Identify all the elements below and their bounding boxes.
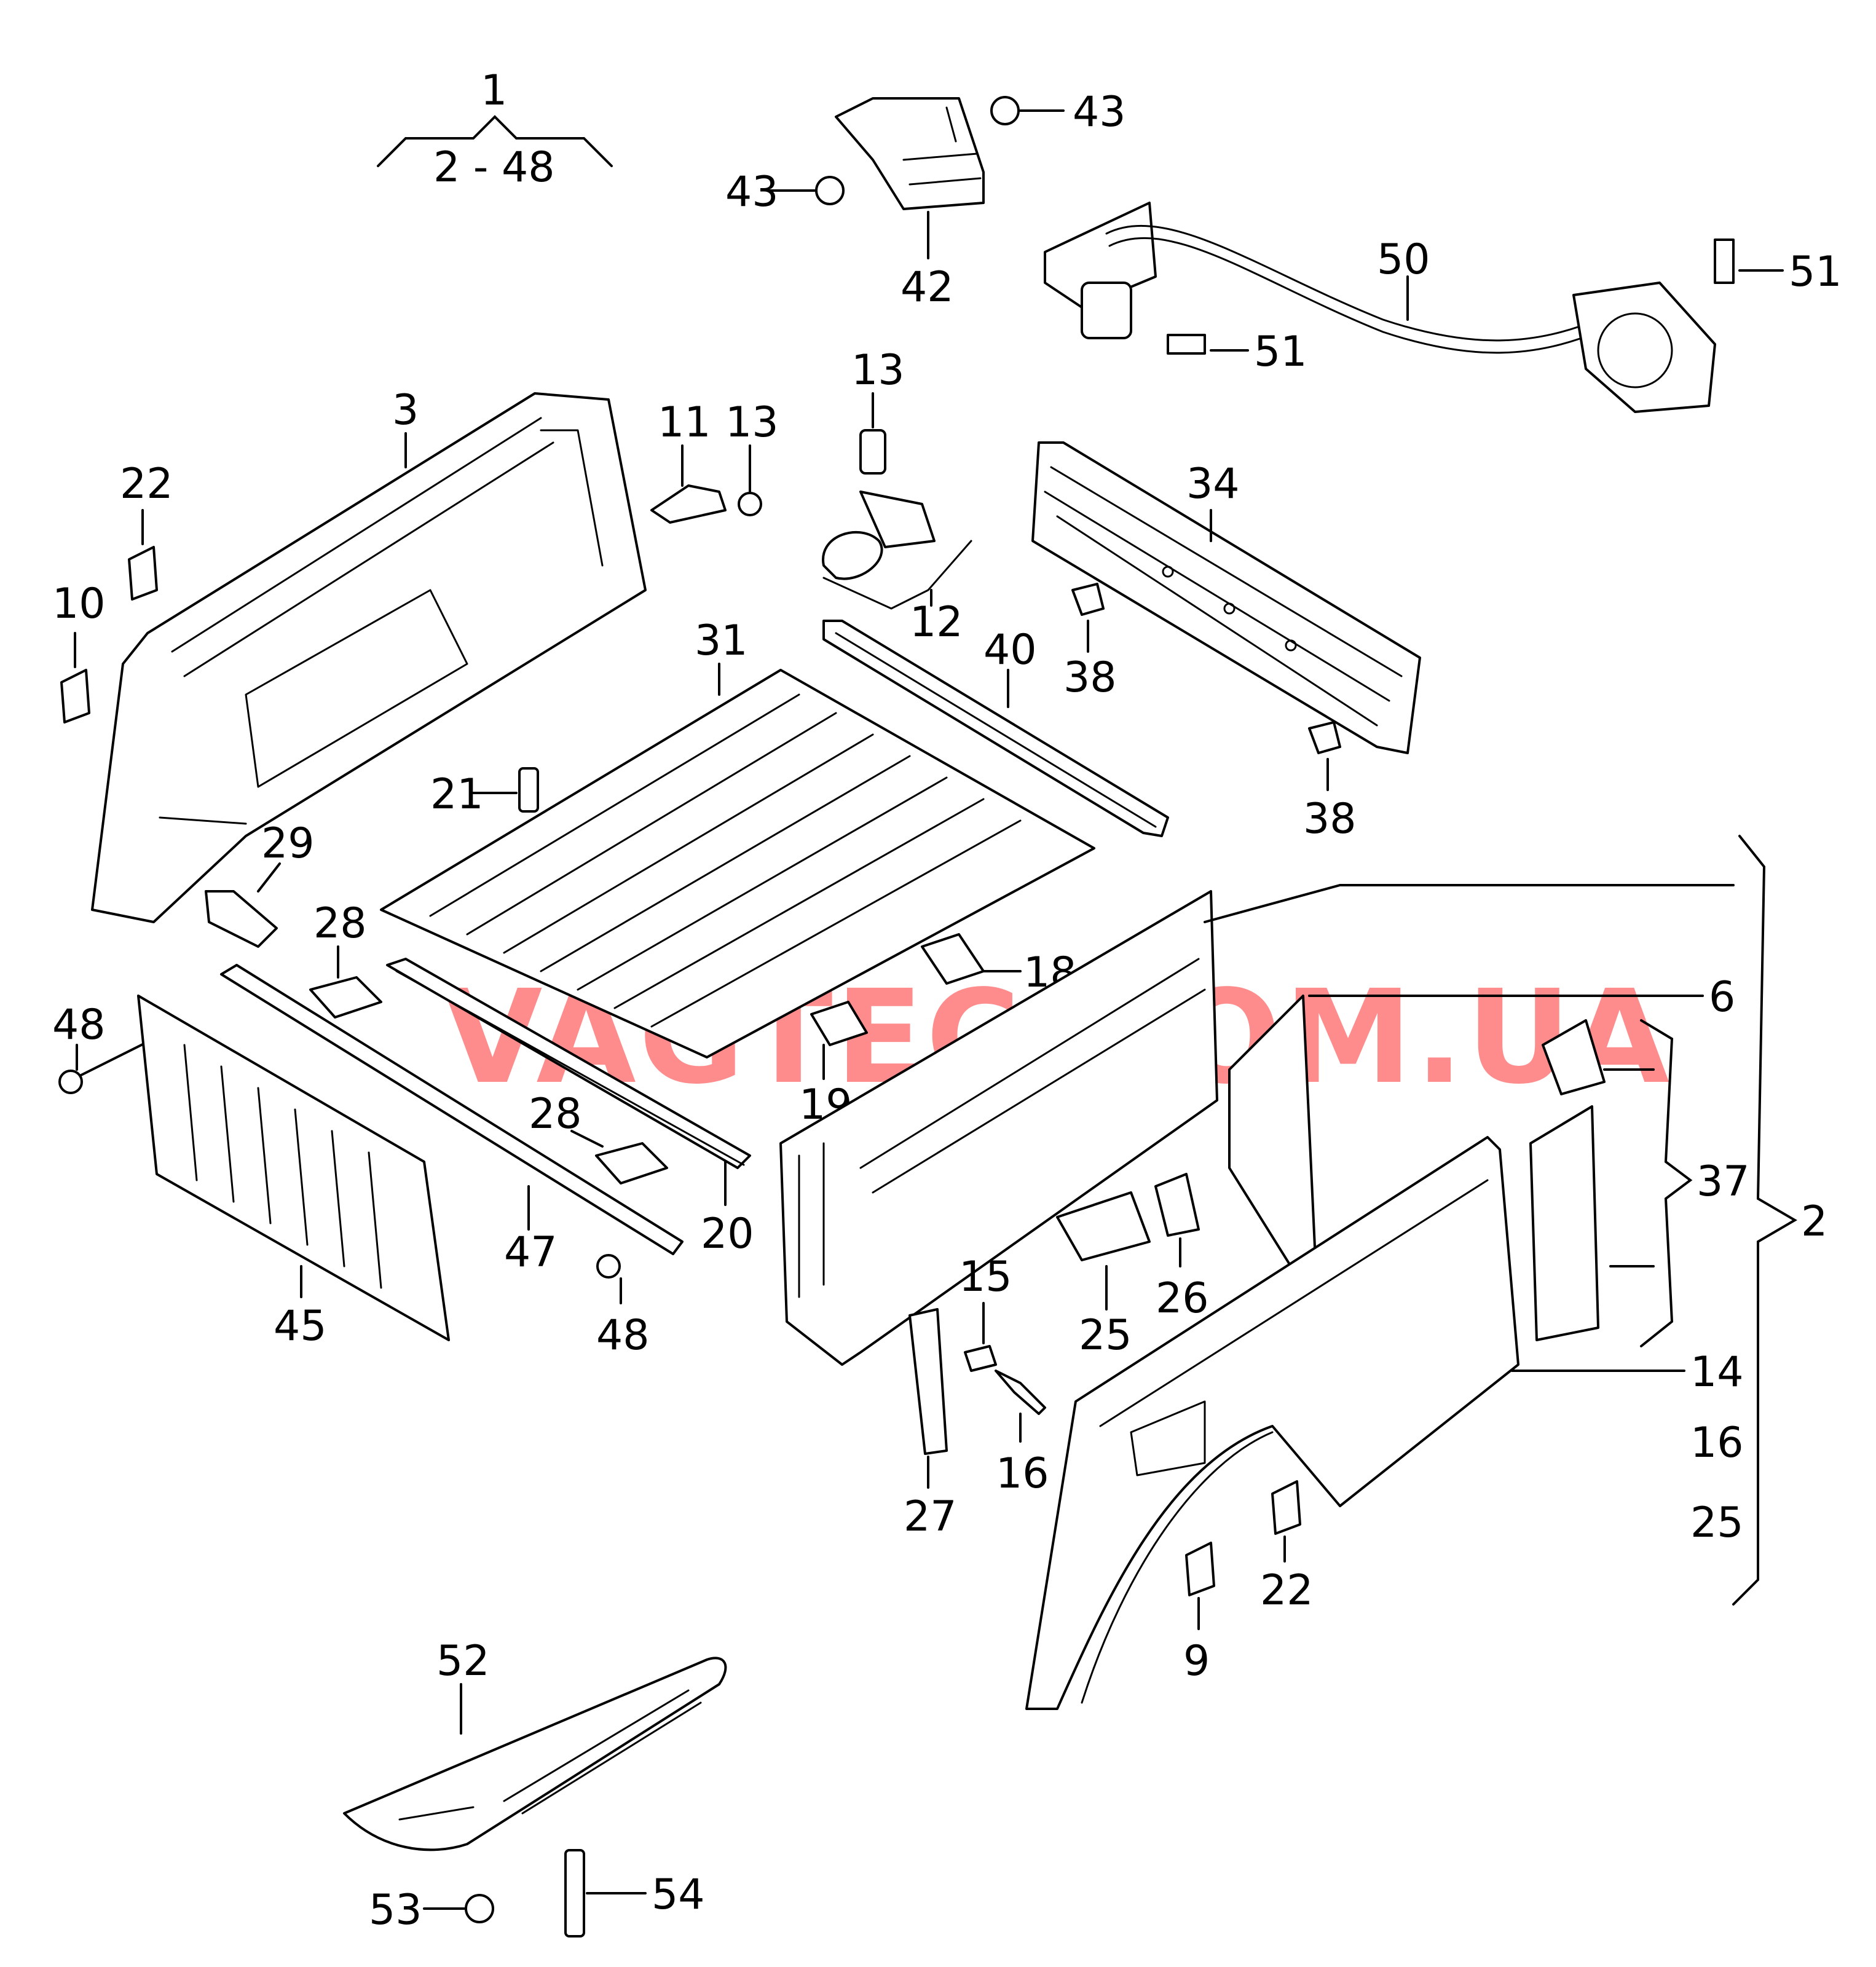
part-15-clip: 15 [959, 1253, 1012, 1372]
callout-43-right: 43 [1073, 88, 1126, 136]
group-bracket-top: 1 2 - 48 [377, 66, 613, 192]
callout-13-upper: 13 [851, 346, 905, 395]
callout-48-left: 48 [52, 1001, 106, 1049]
part-52-skid-plate: 52 [343, 1637, 727, 1851]
part-11-clip: 11 13 [650, 398, 779, 524]
callout-53: 53 [369, 1886, 422, 1934]
part-22-plug-right: 22 [1260, 1480, 1314, 1615]
callout-47: 47 [504, 1228, 558, 1277]
part-31-bed-floor: 31 [380, 617, 1095, 1058]
callout-16-right: 16 [1690, 1419, 1744, 1467]
part-14-fender-panel: 14 16 25 [1025, 1136, 1744, 1710]
part-38-clip-lower: 38 [1303, 721, 1357, 843]
part-26-bracket: 26 [1154, 1173, 1209, 1323]
callout-13-lower: 13 [725, 398, 779, 447]
callout-29: 29 [261, 819, 315, 868]
part-40-cross-member: 40 [822, 620, 1169, 837]
callout-48-right: 48 [596, 1311, 650, 1360]
callout-28-upper: 28 [313, 899, 367, 948]
callout-26: 26 [1156, 1274, 1209, 1323]
callout-12: 12 [910, 598, 963, 647]
callout-11: 11 [658, 398, 711, 447]
part-34-front-panel: 34 [1031, 441, 1421, 754]
callout-25-right: 25 [1690, 1499, 1744, 1547]
part-22-plug-left: 22 [120, 460, 173, 601]
part-28-bracket-upper: 28 [309, 899, 382, 1019]
callout-22-left: 22 [120, 460, 173, 508]
group-bracket-2: 2 [1732, 835, 1827, 1606]
callout-9: 9 [1183, 1637, 1210, 1685]
callout-3: 3 [392, 386, 419, 435]
callout-43-left: 43 [725, 168, 779, 216]
part-28-bracket-lower: 28 [529, 1090, 668, 1185]
part-9-plug: 9 [1183, 1542, 1215, 1685]
callout-34: 34 [1186, 460, 1240, 508]
part-6-right-inner-panel: 6 [779, 884, 1735, 1366]
callout-31: 31 [695, 617, 748, 665]
callout-51-lower: 51 [1254, 328, 1307, 376]
callout-45: 45 [274, 1302, 327, 1350]
callout-52: 52 [436, 1637, 490, 1685]
callout-22-right: 22 [1260, 1566, 1314, 1615]
callout-21: 21 [430, 770, 484, 819]
callout-16-lower: 16 [996, 1449, 1049, 1498]
part-48-screw-right: 48 [596, 1254, 650, 1360]
part-38-clip-upper: 38 [1063, 583, 1117, 702]
part-20-rail: 20 [386, 958, 754, 1258]
callout-2-48: 2 - 48 [433, 143, 555, 192]
callout-42: 42 [901, 263, 954, 312]
callout-38-lower: 38 [1303, 795, 1357, 843]
callout-54: 54 [652, 1870, 705, 1919]
part-25-bracket: 25 [1056, 1191, 1151, 1360]
callout-50: 50 [1377, 235, 1430, 284]
callout-15: 15 [959, 1253, 1012, 1301]
callout-27: 27 [904, 1492, 957, 1541]
callout-38-upper: 38 [1063, 653, 1117, 702]
callout-28-lower: 28 [529, 1090, 582, 1138]
callout-20: 20 [701, 1210, 754, 1258]
part-10-plug: 10 [52, 580, 106, 723]
part-47-rail: 47 [220, 964, 684, 1277]
part-50-cable-assembly: 50 51 51 [1044, 202, 1842, 413]
part-45-tailgate: 45 [137, 995, 450, 1350]
callout-14: 14 [1690, 1348, 1744, 1397]
part-27-strip: 27 [904, 1308, 957, 1541]
callout-6: 6 [1709, 973, 1735, 1022]
part-37-brackets: 37 [1529, 1019, 1750, 1347]
callout-37: 37 [1697, 1157, 1750, 1206]
part-12-tiedown-hook: 13 12 [822, 346, 972, 647]
part-29-bracket: 29 [205, 819, 315, 948]
callout-10: 10 [52, 580, 106, 628]
part-42-bracket: 42 43 43 [725, 88, 1126, 312]
callout-51-upper: 51 [1789, 248, 1842, 296]
callout-1: 1 [481, 66, 507, 115]
part-3-left-side-panel: 3 [91, 386, 647, 923]
part-21-bolt: 21 [430, 767, 539, 819]
part-53-nut: 53 [369, 1886, 494, 1934]
part-16-bolt: 16 [995, 1370, 1049, 1498]
callout-2: 2 [1801, 1197, 1827, 1246]
part-54-bolt: 54 [564, 1849, 705, 1937]
callout-40: 40 [983, 626, 1037, 674]
callout-25-lower: 25 [1079, 1311, 1132, 1360]
